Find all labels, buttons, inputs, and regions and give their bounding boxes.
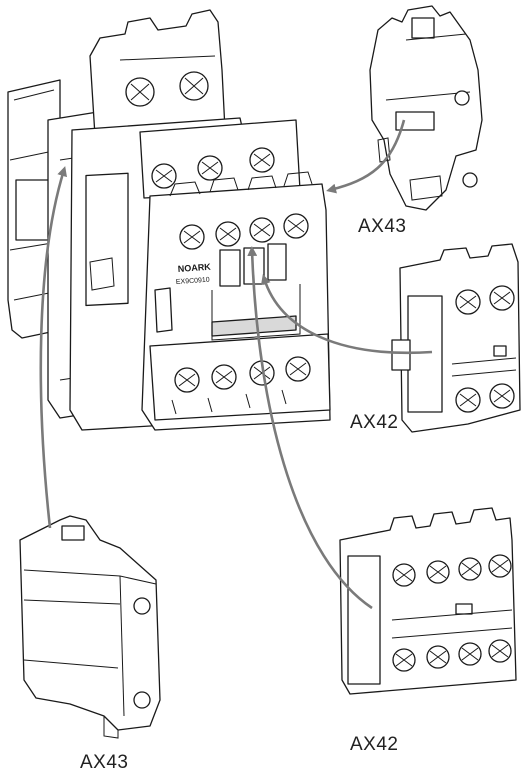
arrow-ax43-bottom (39, 166, 67, 529)
ax43-side-module-bottom (19, 515, 161, 739)
arrow-ax43-top (326, 119, 406, 194)
brand-label: NOARK (177, 262, 211, 274)
label-ax42-middle: AX42 (350, 412, 399, 433)
label-ax43-bottom: AX43 (80, 752, 129, 773)
label-ax43-top: AX43 (358, 216, 407, 237)
arrow-ax42-middle (260, 274, 433, 355)
arrow-ax42-lower (247, 246, 373, 610)
main-contactor: NOARK EX9C0910 (7, 9, 331, 431)
ax42-front-module-middle (391, 243, 521, 433)
ax42-front-module-lower (339, 507, 517, 695)
model-label: EX9C0910 (176, 277, 210, 286)
ax43-side-module-top (369, 5, 483, 211)
connection-arrows (39, 119, 433, 610)
label-ax42-lower: AX42 (350, 734, 399, 755)
